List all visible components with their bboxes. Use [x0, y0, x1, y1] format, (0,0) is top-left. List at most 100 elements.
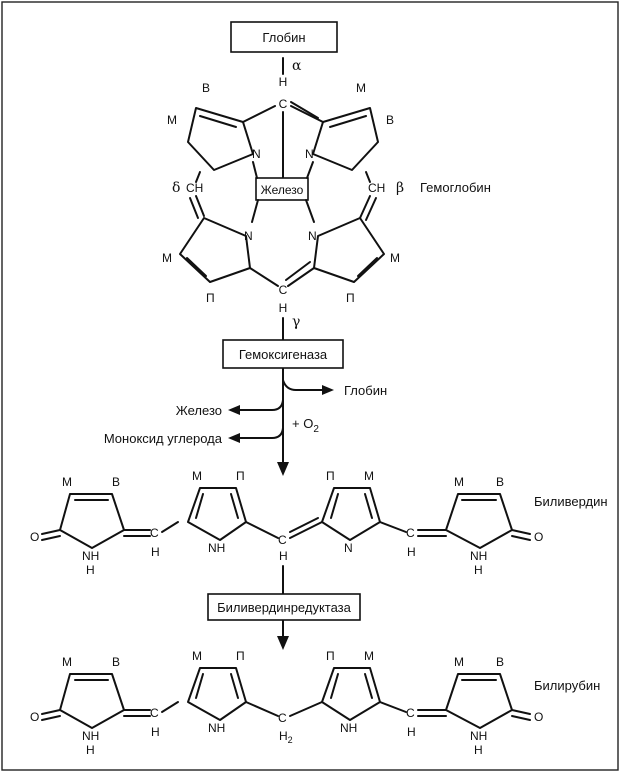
br-r1-co-double [41, 715, 61, 721]
bond-beta-lr-double [365, 197, 377, 221]
br-c1-r2 [161, 701, 179, 713]
biliverdin-ring-3-double-b [364, 493, 373, 519]
br-c1-h: H [151, 725, 160, 739]
pyrrole-ur-double [329, 115, 367, 128]
bilirubin-ring-2 [187, 667, 247, 721]
bv-r4-co [511, 529, 531, 535]
iron-box-label: Железо [261, 183, 304, 197]
meso-h-alpha: H [279, 75, 288, 89]
globin-box-label: Глобин [262, 30, 305, 45]
bond-ul-delta [195, 171, 201, 183]
bv-r3-m: M [364, 469, 374, 483]
delta-label: δ [172, 180, 180, 196]
n-upper-right: N [305, 147, 314, 161]
biliverdin-ring-3-double-a [330, 493, 339, 519]
br-r4-m: M [454, 655, 464, 669]
heme-oxygenase-label: Гемоксигеназа [239, 347, 328, 362]
br-r2-link [245, 701, 279, 717]
bond-beta-lr [359, 195, 371, 219]
bond-ll-gamma [249, 267, 279, 287]
br-c3-h: H [407, 725, 416, 739]
pyrrole-lr-double [357, 257, 378, 277]
fe-n1 [252, 161, 258, 179]
biliverdin-ring-4 [445, 493, 513, 549]
pyrrole-upper-left [187, 107, 254, 171]
bond-ur-alpha [290, 105, 324, 123]
bv-r1-o: O [30, 530, 39, 544]
bv-c3: C [406, 526, 415, 540]
br-r1-o: O [30, 710, 39, 724]
alpha-label: α [292, 58, 302, 74]
br-r4-co-double [511, 715, 531, 721]
bv-c1: C [150, 526, 159, 540]
globin-out-head [322, 385, 334, 395]
bilirubin-ring-1 [59, 673, 125, 729]
bv-r4-nh-h: H [474, 563, 483, 577]
bv-r1-nh: NH [82, 549, 99, 563]
bond-delta-ll [195, 195, 205, 217]
br-r2-p: П [236, 649, 245, 663]
reductase-arrow-head [277, 636, 289, 650]
bond-ur-beta [365, 171, 371, 183]
meso-c-gamma: C [279, 283, 288, 297]
bv-c2-r3-double [289, 517, 319, 533]
bv-c3-h: H [407, 545, 416, 559]
sub-ll-p: П [206, 291, 215, 305]
br-c3: C [406, 706, 415, 720]
br-c2-h2-sub: 2 [288, 735, 293, 745]
br-r4-nh: NH [470, 729, 487, 743]
gamma-label: γ [292, 314, 300, 330]
n-lower-left: N [244, 229, 253, 243]
br-r4-o: O [534, 710, 543, 724]
globin-box [230, 21, 338, 53]
bond-delta-ll-double [189, 197, 199, 219]
br-r1-nh: NH [82, 729, 99, 743]
br-r3-nh: NH [340, 721, 357, 735]
bond-lr-gamma [287, 267, 315, 287]
bv-c2: C [278, 533, 287, 547]
bv-r2-m: M [192, 469, 202, 483]
beta-label: β [396, 180, 404, 196]
bv-r1-m: M [62, 475, 72, 489]
sub-lr-m: M [390, 251, 400, 265]
br-r3-m: M [364, 649, 374, 663]
pyrrole-lower-right [313, 217, 385, 283]
br-r2-m: M [192, 649, 202, 663]
br-r1-m: M [62, 655, 72, 669]
bilirubin-ring-3-double-a [330, 673, 339, 699]
pyrrole-upper-right [312, 107, 379, 171]
biliverdin-structure: M B O NH H C H M П NH C H П M N C H [30, 469, 608, 577]
reductase-label: Биливердинредуктаза [217, 600, 352, 615]
co-out-head [228, 433, 240, 443]
bv-r4-o: O [534, 530, 543, 544]
sub-ur-m: M [356, 81, 366, 95]
heme-oxygenase-step: Гемоксигеназа Глобин Железо + O2 Монокси… [104, 317, 387, 476]
bilirubin-structure: M B O NH H C H M П NH C H2 П M NH C H [30, 649, 600, 757]
bv-r4-nh: NH [470, 549, 487, 563]
globin-out-arrow [282, 379, 326, 391]
meso-ch-beta: CH [368, 181, 385, 195]
br-r2-nh: NH [208, 721, 225, 735]
sub-ur-b: B [386, 113, 394, 127]
br-r4-b: B [496, 655, 504, 669]
bond-ur-alpha-double [290, 101, 319, 119]
fe-n4 [305, 199, 315, 223]
bilirubin-ring-3 [321, 667, 381, 721]
heme-structure: Глобин α H C N B M N M B δ CH CH β Гемог… [162, 21, 491, 330]
oxygen-label: + O2 [292, 416, 319, 435]
sub-ul-m: M [167, 113, 177, 127]
bv-c1-h: H [151, 545, 160, 559]
iron-box [255, 177, 309, 201]
bond-lr-gamma-double [285, 261, 311, 281]
bilirubin-label: Билирубин [534, 678, 600, 693]
bv-r3-link [379, 521, 407, 533]
bv-r1-co-double [41, 535, 61, 541]
br-c2-r3 [289, 701, 323, 717]
co-out-arrow [236, 427, 284, 439]
biliverdin-ring-3 [321, 487, 381, 541]
pyrrole-lower-left [179, 217, 251, 283]
biliverdin-ring-2-double-b [230, 493, 239, 519]
fe-n3 [251, 199, 259, 223]
oxygen-subscript: 2 [313, 424, 319, 435]
